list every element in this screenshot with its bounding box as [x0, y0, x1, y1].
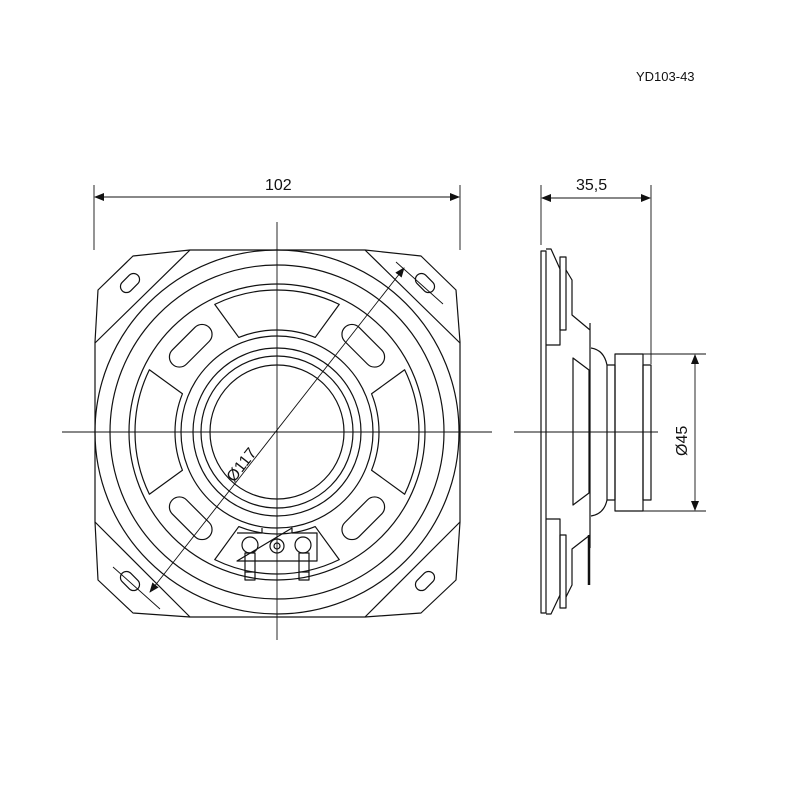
- depth-extension-lines: [540, 185, 652, 364]
- frame-profile: [546, 248, 561, 615]
- mounting-hole: [414, 570, 436, 592]
- magnet-diameter-label: Ø45: [674, 426, 691, 456]
- diameter-dimension-line: [149, 267, 405, 593]
- diameter-dimension-label: Ø117: [224, 445, 261, 485]
- basket-slot: [168, 323, 213, 368]
- magnet: [614, 353, 644, 512]
- front-view: 102 Ø117: [62, 177, 492, 640]
- mounting-hole: [119, 272, 141, 294]
- side-view: 35,5 Ø45: [514, 177, 706, 615]
- width-dimension-label: 102: [265, 177, 292, 194]
- front-plate: [606, 364, 616, 501]
- basket-slot: [168, 496, 213, 541]
- basket-slot: [341, 323, 386, 368]
- depth-dimension-label: 35,5: [576, 177, 607, 194]
- basket-window-profile: [572, 357, 590, 506]
- spider-profile: [590, 347, 608, 517]
- basket-slot: [341, 496, 386, 541]
- model-number: YD103-43: [636, 69, 695, 84]
- gasket-top: [559, 256, 567, 331]
- diameter-extension-lines: [112, 261, 444, 610]
- basket-profile: [565, 269, 591, 598]
- mounting-hole: [414, 272, 436, 294]
- frame-corner-edges: [94, 249, 461, 618]
- gasket-bottom: [559, 534, 567, 609]
- back-plate: [642, 364, 652, 501]
